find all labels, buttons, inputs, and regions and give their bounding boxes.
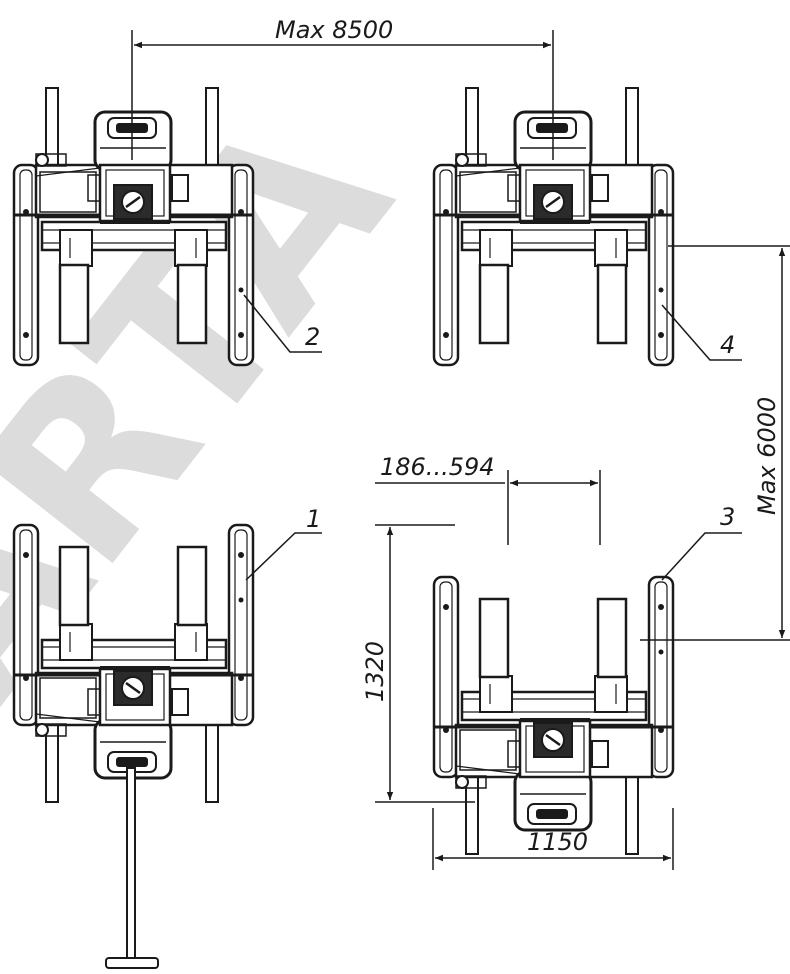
dimension-base-width: 1150 [432,808,674,870]
callout-3: 3 [661,503,742,581]
machine-view-3 [432,575,675,856]
dimension-total-height: 1320 [361,524,475,803]
dimension-max-height: Max 6000 [640,245,790,641]
machine-view-1 [12,523,255,969]
dimension-total-height-label: 1320 [361,641,389,702]
callout-4-label: 4 [720,331,735,359]
dimension-max-height-label: Max 6000 [753,397,781,515]
callout-2: 2 [243,294,322,353]
callout-1: 1 [245,505,322,581]
callout-2-label: 2 [305,323,320,351]
callout-1-label: 1 [306,505,321,533]
dimension-max-width-label: Max 8500 [275,16,393,44]
dimension-base-width-label: 1150 [527,828,588,856]
dimension-clamp-range-label: 186...594 [380,453,495,481]
dimension-max-width: Max 8500 [131,16,554,160]
dimension-clamp-range: 186...594 [375,453,601,545]
callout-4: 4 [661,304,742,361]
callout-3-label: 3 [720,503,735,531]
